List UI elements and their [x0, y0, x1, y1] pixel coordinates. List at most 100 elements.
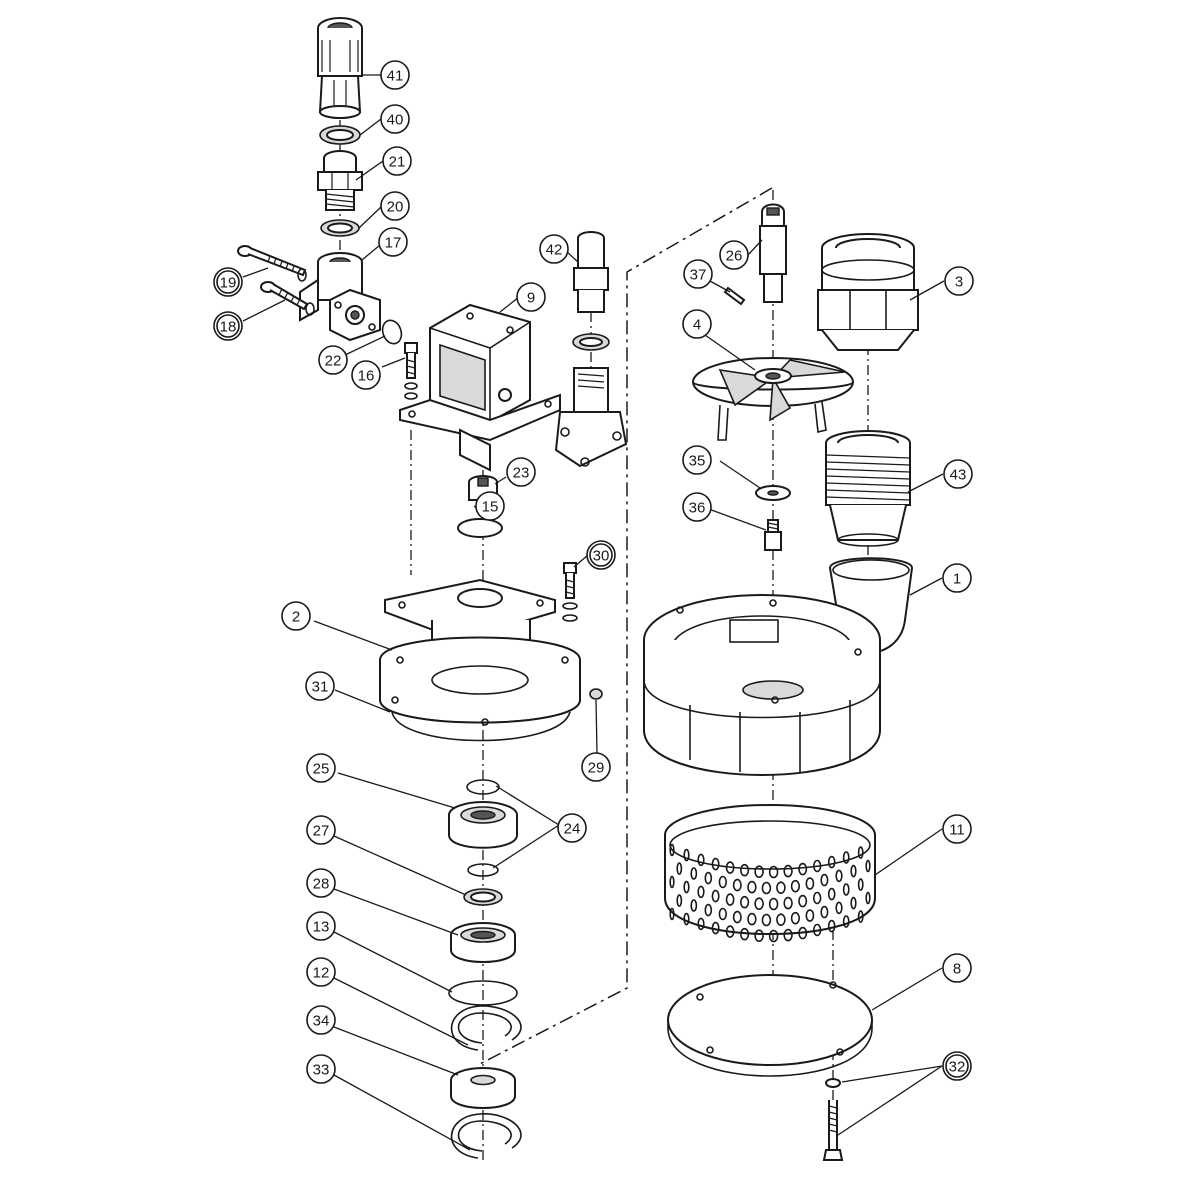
strainer-hole: [697, 885, 705, 899]
callout-circle: [475, 491, 505, 521]
strainer-hole: [812, 859, 822, 873]
strainer-hole: [711, 857, 720, 871]
strainer-hole: [842, 883, 850, 896]
callout-label: 13: [313, 919, 330, 936]
callout-4: 4: [682, 309, 712, 339]
part-22-o-ring: [381, 319, 403, 345]
callout-circle: [682, 492, 712, 522]
callout-23: 23: [506, 457, 536, 487]
strainer-hole: [690, 867, 698, 880]
callout-label: 17: [385, 235, 402, 252]
callout-circle: [318, 345, 348, 375]
strainer-hole: [761, 913, 772, 927]
part-27-seal: [463, 888, 503, 906]
strainer-hole: [798, 926, 808, 940]
strainer-hole: [669, 907, 675, 921]
callout-30: 30: [586, 540, 616, 570]
callout-32: 32: [942, 1051, 972, 1081]
strainer-hole: [683, 880, 690, 894]
strainer-hole: [798, 862, 808, 876]
callout-circle: [305, 671, 335, 701]
callout-label: 19: [220, 275, 237, 292]
callout-inner-circle: [945, 1054, 969, 1078]
strainer-holes: [669, 843, 871, 943]
part-11-strainer-screen: [664, 804, 876, 943]
part-16-bolt: [404, 342, 418, 400]
callout-9: 9: [516, 282, 546, 312]
callout-circle: [380, 104, 410, 134]
part-30-bolt: [562, 562, 578, 622]
callout-circle: [351, 360, 381, 390]
strainer-hole: [761, 881, 772, 895]
strainer-hole: [676, 862, 683, 875]
part-9-hydraulic-motor: [399, 303, 561, 472]
callout-inner-circle: [216, 314, 240, 338]
strainer-hole: [697, 917, 705, 931]
strainer-hole: [790, 879, 801, 893]
strainer-hole: [776, 913, 786, 927]
strainer-hole: [732, 878, 742, 892]
callout-circle: [306, 1054, 336, 1084]
callout-25: 25: [306, 753, 336, 783]
callout-label: 23: [513, 465, 530, 482]
part-29-nut: [589, 688, 603, 700]
callout-label: 42: [546, 242, 563, 259]
part-41-coupler: [317, 17, 363, 119]
callout-circle: [943, 459, 973, 489]
callout-label: 8: [953, 961, 961, 978]
callout-label: 25: [313, 761, 330, 778]
part-8-bottom-plate: [667, 974, 873, 1077]
strainer-hole: [783, 864, 793, 878]
part-1-pump-housing: [643, 557, 914, 776]
strainer-hole: [827, 855, 836, 869]
callout-41: 41: [380, 60, 410, 90]
strainer-hole: [783, 896, 793, 910]
callout-3: 3: [944, 266, 974, 296]
callout-15: 15: [475, 491, 505, 521]
strainer-hole: [725, 893, 735, 906]
strainer-hole: [725, 925, 735, 938]
callout-label: 43: [950, 467, 967, 484]
part-33-circlip: [450, 1113, 522, 1159]
callout-circle: [506, 457, 536, 487]
strainer-hole: [812, 923, 822, 937]
callout-circle: [942, 814, 972, 844]
strainer-hole: [739, 927, 750, 941]
callout-circle: [539, 234, 569, 264]
part-35-washer: [755, 485, 791, 501]
callout-label: 18: [220, 319, 237, 336]
strainer-hole: [842, 915, 850, 928]
callout-13: 13: [306, 911, 336, 941]
part-12-circlip: [450, 1005, 522, 1051]
assembly-boundary-line: [477, 187, 773, 1066]
callout-circle: [944, 266, 974, 296]
callout-label: 2: [292, 609, 300, 626]
strainer-hole: [857, 878, 864, 891]
callout-36: 36: [682, 492, 712, 522]
callout-42: 42: [539, 234, 569, 264]
part-26-shaft: [759, 203, 787, 303]
callout-34: 34: [306, 1005, 336, 1035]
callout-8: 8: [942, 953, 972, 983]
leader-lines: [242, 74, 945, 1151]
strainer-hole: [768, 929, 779, 943]
callout-label: 16: [358, 368, 375, 385]
strainer-hole: [754, 865, 764, 879]
part-24-circlip-lower: [467, 863, 499, 877]
strainer-hole: [739, 863, 750, 877]
callout-22: 22: [318, 345, 348, 375]
strainer-hole: [754, 929, 764, 943]
callout-16: 16: [351, 360, 381, 390]
callout-29: 29: [581, 752, 611, 782]
callout-circle: [942, 953, 972, 983]
callout-18: 18: [213, 311, 243, 341]
callout-label: 32: [949, 1059, 966, 1076]
part-28-mechanical-seal: [450, 922, 516, 963]
strainer-hole: [835, 901, 843, 915]
part-24-circlip-upper: [466, 779, 500, 795]
strainer-hole: [725, 861, 735, 874]
strainer-hole: [704, 903, 713, 917]
strainer-hole: [690, 899, 698, 912]
callout-label: 20: [387, 199, 404, 216]
callout-circle: [516, 282, 546, 312]
